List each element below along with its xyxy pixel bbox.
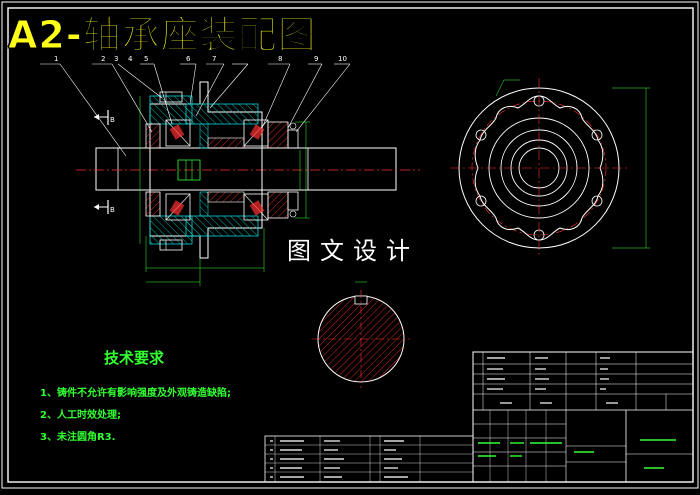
balloon-numbers: 1 2 3 4 5 6 7 8 9 10 B B <box>54 55 347 214</box>
balloon-1: 1 <box>54 55 58 63</box>
watermark: 图文设计 <box>287 237 419 265</box>
title-block-fill-lines <box>270 357 618 478</box>
side-view <box>450 78 650 258</box>
balloon-2: 2 <box>101 55 105 63</box>
drawing-title: A2-轴承座装配图 <box>8 13 317 58</box>
balloon-9: 9 <box>314 55 318 63</box>
bolt-bottom <box>159 239 183 251</box>
side-view-bolt-hole <box>475 129 487 141</box>
bolt-top <box>159 91 183 103</box>
balloon-10: 10 <box>338 55 347 63</box>
bearing-left <box>165 119 191 221</box>
section-mark-bottom: B <box>110 206 115 214</box>
balloon-3: 3 <box>114 55 118 63</box>
front-section-view <box>40 63 420 286</box>
housing-wall-bottom <box>185 215 259 237</box>
balloon-8: 8 <box>278 55 282 63</box>
tech-requirements-heading: 技术要求 <box>104 349 165 367</box>
balloon-7: 7 <box>212 55 216 63</box>
section-b-b-view <box>312 281 410 388</box>
end-cover-right <box>267 121 289 149</box>
housing-flange-top <box>149 95 193 125</box>
tech-requirement-item: 2、人工时效处理; <box>40 410 121 421</box>
tech-requirement-item: 3、未注圆角R3. <box>40 432 116 443</box>
section-mark-top: B <box>110 116 115 124</box>
title-block-green-fill-lines <box>478 439 676 469</box>
key <box>177 159 201 181</box>
balloon-4: 4 <box>128 55 133 63</box>
side-view-bolt-hole <box>475 195 487 207</box>
tech-requirement-item: 1、铸件不允许有影响强度及外观铸造缺陷; <box>40 388 231 399</box>
title-block <box>264 351 694 483</box>
housing-flange-bottom <box>149 215 193 245</box>
lock-nut <box>287 129 299 149</box>
side-view-bolt-hole <box>591 195 603 207</box>
shaft <box>95 147 397 191</box>
balloon-5: 5 <box>144 55 148 63</box>
end-cover-left <box>145 123 161 149</box>
balloon-6: 6 <box>186 55 191 63</box>
spacer-sleeve <box>207 137 245 149</box>
side-view-bolt-hole <box>591 129 603 141</box>
